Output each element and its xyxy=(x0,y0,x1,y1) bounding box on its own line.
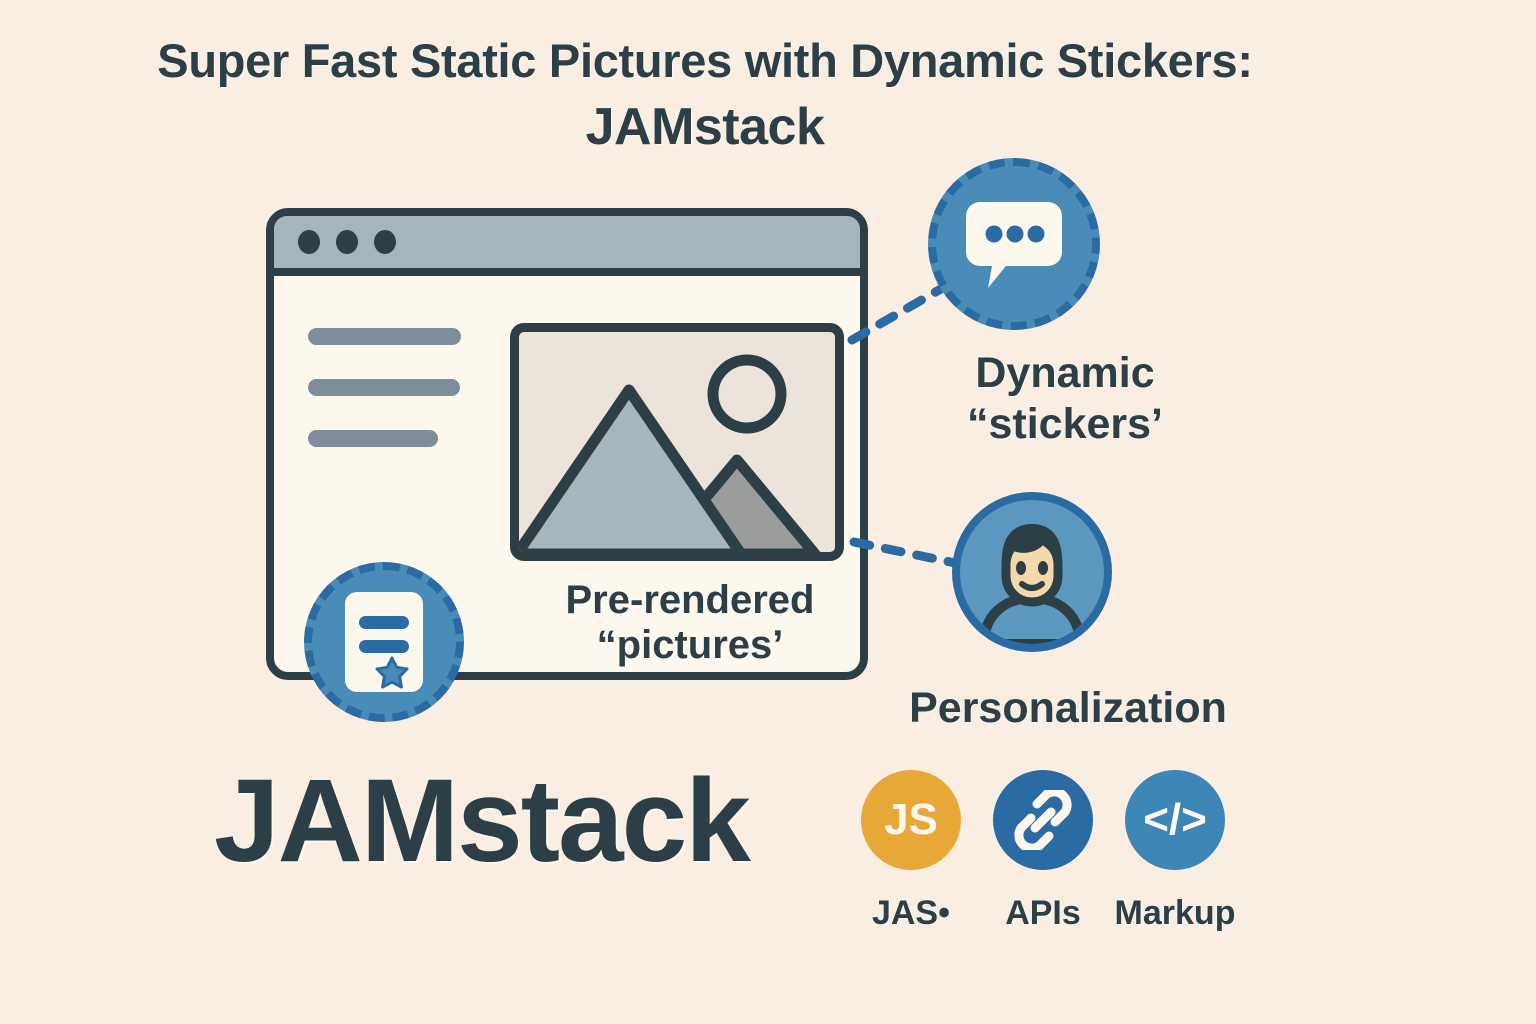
js-glyph: JS xyxy=(884,795,938,844)
pillar-js-label: JAS• xyxy=(871,894,951,932)
window-dot-close-icon[interactable] xyxy=(298,230,320,254)
jamstack-pillars-row: JS JAS• APIs </> Markup xyxy=(856,770,1235,933)
sticker-dynamic-chat[interactable] xyxy=(928,158,1100,330)
chat-bubble-icon xyxy=(966,202,1062,288)
text-line xyxy=(308,430,438,447)
title-line-1: Super Fast Static Pictures with Dynamic … xyxy=(157,34,1253,87)
link-icon xyxy=(993,770,1093,870)
code-glyph: </> xyxy=(1143,795,1207,844)
title-line-2: JAMstack xyxy=(585,98,825,157)
pillar-js[interactable]: JS JAS• xyxy=(856,770,966,933)
caption-pre-rendered: Pre-rendered “pictures’ xyxy=(520,578,860,668)
window-dot-maximize-icon[interactable] xyxy=(374,230,396,254)
jamstack-wordmark: JAMstack xyxy=(214,755,751,887)
text-line xyxy=(308,379,460,396)
pillar-markup[interactable]: </> Markup xyxy=(1115,770,1235,933)
label-dynamic-stickers: Dynamic “stickers’ xyxy=(920,348,1210,449)
label-dynamic-line-2: “stickers’ xyxy=(966,399,1164,448)
text-line xyxy=(308,328,461,345)
caption-line-2: “pictures’ xyxy=(596,622,784,667)
code-icon: </> xyxy=(1125,770,1225,870)
caption-line-1: Pre-rendered xyxy=(565,578,815,622)
browser-window xyxy=(266,208,868,680)
window-dot-minimize-icon[interactable] xyxy=(336,230,358,254)
page-title: Super Fast Static Pictures with Dynamic … xyxy=(0,34,1410,158)
mountain-image-icon xyxy=(519,354,821,552)
browser-titlebar xyxy=(274,216,860,276)
pillar-apis[interactable]: APIs xyxy=(988,770,1098,933)
badge-personalization[interactable] xyxy=(952,492,1112,652)
image-placeholder xyxy=(510,323,844,561)
document-star-icon xyxy=(345,592,423,692)
pillar-markup-label: Markup xyxy=(1114,894,1236,932)
js-icon: JS xyxy=(861,770,961,870)
chain-link-icon xyxy=(1014,790,1072,850)
placeholder-text-lines xyxy=(308,328,461,481)
pillar-apis-label: APIs xyxy=(1005,894,1081,932)
sticker-document[interactable] xyxy=(304,562,464,722)
label-personalization: Personalization xyxy=(909,684,1227,732)
browser-content xyxy=(274,276,860,672)
label-dynamic-line-1: Dynamic xyxy=(975,349,1155,397)
user-avatar-icon xyxy=(979,524,1085,644)
